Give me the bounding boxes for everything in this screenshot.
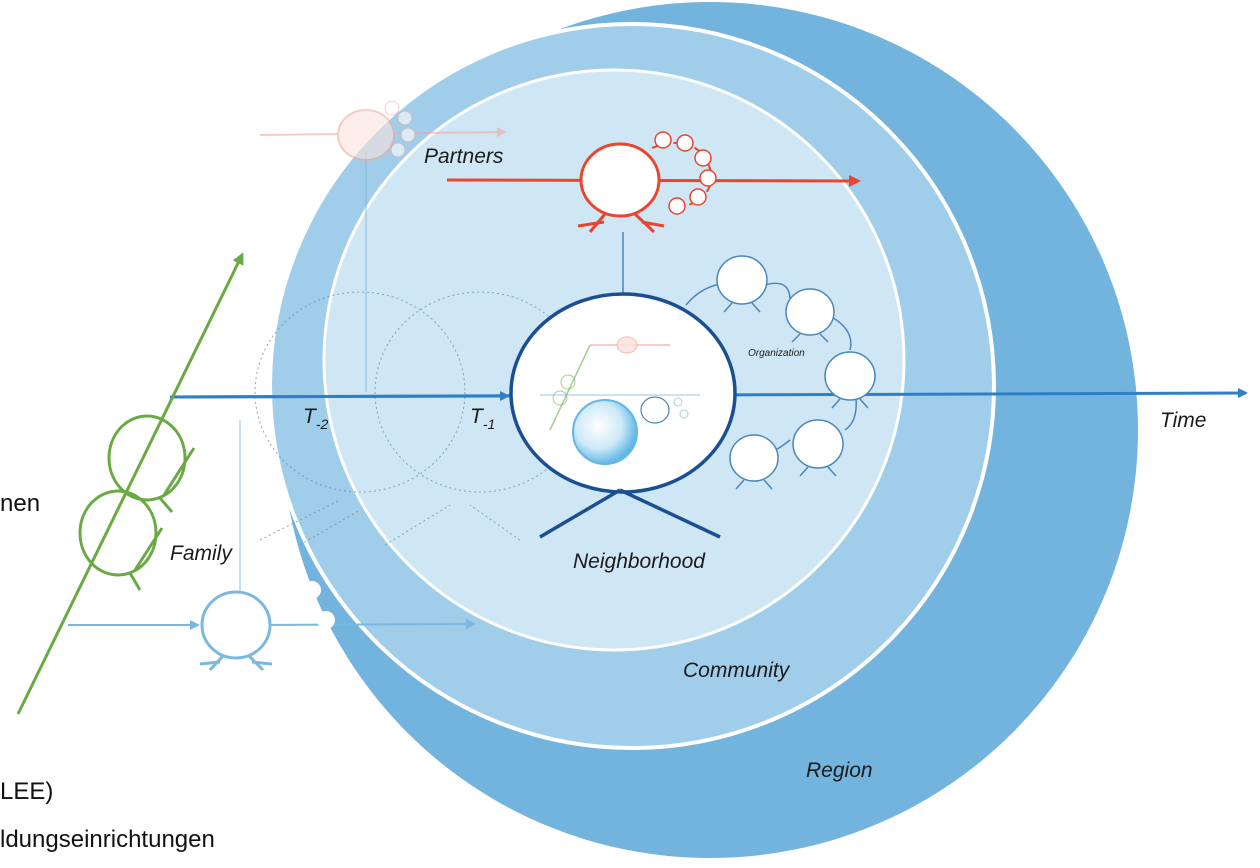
neighborhood-core-head [509,292,737,494]
label-t-2: T-2 [303,405,328,432]
family-group [16,252,244,715]
past-partners-glyph [259,100,507,161]
bubble-icon [572,399,638,465]
label-family: Family [170,542,233,565]
family-arrow [16,252,244,715]
label-organization: Organization [748,348,805,359]
label-neighborhood: Neighborhood [573,550,706,573]
organization-group [685,255,876,490]
cut-text-line-1: nen [0,490,41,517]
neighborhood-core [509,292,737,539]
label-t-1: T-1 [470,405,495,432]
cut-text-line-3: ldungseinrichtungen [0,826,215,853]
label-community: Community [683,659,791,682]
partners-head [579,142,661,218]
label-region: Region [806,759,873,782]
label-time: Time [1160,409,1206,432]
cut-text-line-2: LEE) [0,778,54,805]
label-partners: Partners [424,145,504,168]
t-1-arrow [169,391,510,402]
family-individual [68,576,476,672]
partners-group [446,131,861,234]
